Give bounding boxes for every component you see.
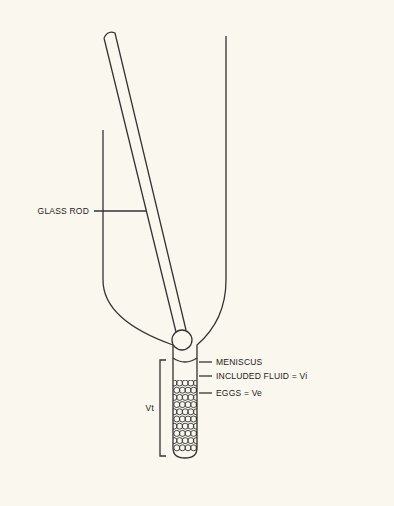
tube-wall [103,36,226,458]
egg [171,423,177,429]
egg [182,380,188,386]
egg [188,409,194,415]
egg [185,430,191,436]
egg [171,394,177,400]
egg [171,438,177,444]
glass-rod [104,32,186,332]
egg [196,387,202,393]
egg [185,402,191,408]
volume-bracket [160,360,166,456]
egg [193,409,199,415]
egg [191,445,197,451]
egg [179,402,185,408]
leader-line [199,392,212,393]
part-label: EGGS = Ve [215,389,263,398]
egg [188,423,194,429]
leader-line [199,361,212,362]
egg [171,380,177,386]
egg [193,423,199,429]
egg [182,394,188,400]
egg [174,445,180,451]
egg [174,430,180,436]
egg [196,430,202,436]
egg [174,387,180,393]
egg [179,430,185,436]
egg [191,387,197,393]
egg [177,423,183,429]
volume-label: Vt [145,404,155,413]
egg [185,387,191,393]
egg [185,445,191,451]
egg [191,416,197,422]
rod-bulb [172,330,192,350]
egg [196,416,202,422]
egg [188,438,194,444]
egg [191,430,197,436]
egg [193,394,199,400]
egg [196,445,202,451]
egg [196,402,202,408]
egg [182,438,188,444]
egg [179,387,185,393]
eggs-mass [171,380,202,451]
egg [185,416,191,422]
egg [171,409,177,415]
egg [179,445,185,451]
egg [191,402,197,408]
part-label: GLASS ROD [37,207,90,216]
egg [177,409,183,415]
egg [188,380,194,386]
egg [177,394,183,400]
egg [174,402,180,408]
leader-line [94,210,146,211]
egg [193,438,199,444]
egg [177,438,183,444]
egg [177,380,183,386]
part-label: INCLUDED FLUID = Vi [215,372,308,381]
leader-line [199,375,212,376]
egg [193,380,199,386]
part-label: MENISCUS [215,358,263,367]
egg [174,416,180,422]
egg [182,409,188,415]
egg [182,423,188,429]
egg [179,416,185,422]
egg [188,394,194,400]
meniscus-line [173,358,197,362]
